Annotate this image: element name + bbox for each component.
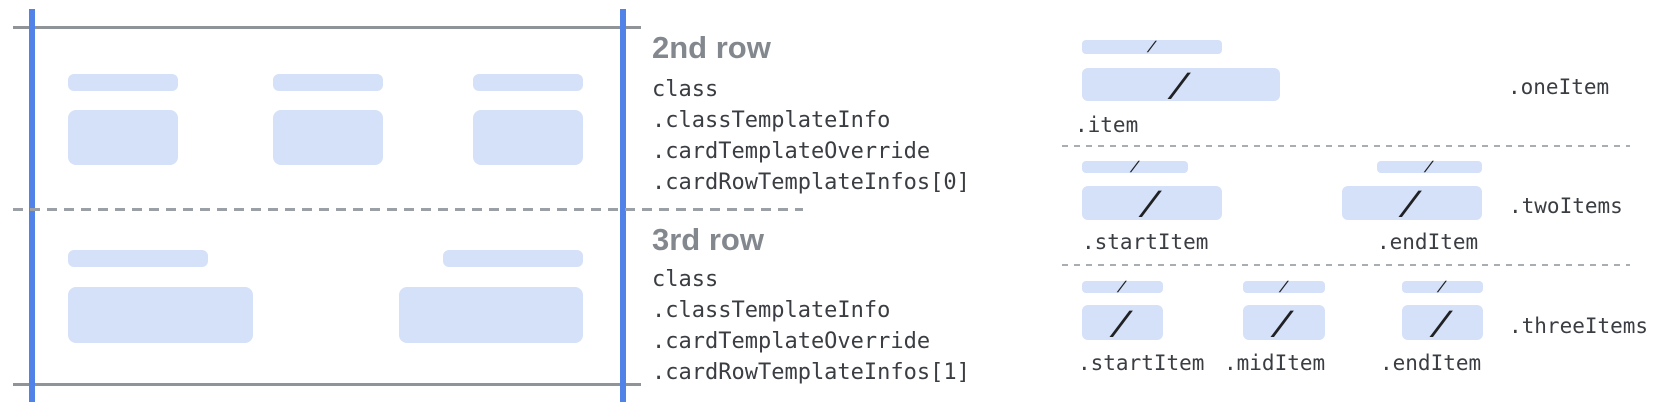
one-item-group-label: .oneItem — [1508, 75, 1610, 99]
slash-icon: / — [1128, 159, 1142, 175]
slash-icon: / — [1116, 279, 1129, 295]
row3-col1-value-placeholder — [68, 287, 253, 343]
slash-icon: / — [1423, 159, 1436, 175]
row3-code-line-1: class — [652, 267, 719, 292]
slash-icon: / — [1108, 303, 1137, 342]
card-bottom-guide-line — [13, 383, 641, 386]
three-items-end-value-bar: / — [1402, 303, 1483, 342]
two-items-start-value-bar: / — [1082, 184, 1222, 222]
three-items-end-label-bar: / — [1402, 279, 1483, 295]
two-items-end-label-bar: / — [1377, 159, 1482, 175]
slash-icon: / — [1269, 303, 1299, 342]
row2-heading: 2nd row — [652, 30, 771, 65]
one-item-value-bar: / — [1082, 65, 1280, 104]
row2-col3-value-placeholder — [473, 110, 583, 165]
two-items-start-slot-label: .startItem — [1082, 230, 1209, 254]
row2-col3-label-placeholder — [473, 74, 583, 91]
three-items-start-label-bar: / — [1082, 279, 1163, 295]
row2-col2-label-placeholder — [273, 74, 383, 91]
slash-icon: / — [1145, 39, 1159, 55]
row2-code-line-2: .classTemplateInfo — [652, 108, 891, 133]
slash-icon: / — [1166, 65, 1196, 104]
three-items-start-value-bar: / — [1082, 303, 1163, 342]
two-items-group-label: .twoItems — [1509, 194, 1623, 218]
slash-icon: / — [1428, 303, 1457, 342]
three-items-end-slot-label: .endItem — [1380, 351, 1482, 375]
slash-icon: / — [1277, 279, 1291, 295]
two-items-start-label-bar: / — [1082, 159, 1188, 175]
row3-code-line-4: .cardRowTemplateInfos[1] — [652, 360, 970, 385]
three-items-start-slot-label: .startItem — [1078, 351, 1205, 375]
slash-icon: / — [1397, 184, 1427, 222]
three-items-group-label: .threeItems — [1509, 314, 1649, 338]
row3-col2-label-placeholder — [443, 250, 583, 267]
item-layouts-divider-2 — [1062, 264, 1630, 266]
row3-col2-value-placeholder — [399, 287, 583, 343]
row-divider-dashed-line — [13, 208, 803, 211]
row2-code-line-4: .cardRowTemplateInfos[0] — [652, 170, 970, 195]
one-item-slot-label: .item — [1075, 113, 1139, 137]
row2-col1-value-placeholder — [68, 110, 178, 165]
row2-code-path: class .classTemplateInfo .cardTemplateOv… — [652, 74, 970, 198]
row3-col1-label-placeholder — [68, 250, 208, 267]
three-items-mid-value-bar: / — [1243, 303, 1325, 342]
row3-code-path: class .classTemplateInfo .cardTemplateOv… — [652, 264, 970, 388]
row3-heading: 3rd row — [652, 222, 764, 257]
row2-col2-value-placeholder — [273, 110, 383, 165]
three-items-mid-label-bar: / — [1243, 279, 1325, 295]
three-items-mid-slot-label: .midItem — [1224, 351, 1326, 375]
two-items-end-value-bar: / — [1342, 184, 1482, 222]
slash-icon: / — [1436, 279, 1449, 295]
row2-col1-label-placeholder — [68, 74, 178, 91]
card-top-guide-line — [13, 26, 641, 29]
row2-code-line-3: .cardTemplateOverride — [652, 139, 931, 164]
two-items-end-slot-label: .endItem — [1377, 230, 1479, 254]
row3-code-line-2: .classTemplateInfo — [652, 298, 891, 323]
row3-code-line-3: .cardTemplateOverride — [652, 329, 931, 354]
card-right-guide-line — [620, 9, 626, 402]
slash-icon: / — [1137, 184, 1167, 222]
row2-code-line-1: class — [652, 77, 719, 102]
card-left-guide-line — [29, 9, 35, 402]
item-layouts-divider-1 — [1062, 145, 1630, 147]
one-item-label-bar: / — [1082, 39, 1222, 55]
